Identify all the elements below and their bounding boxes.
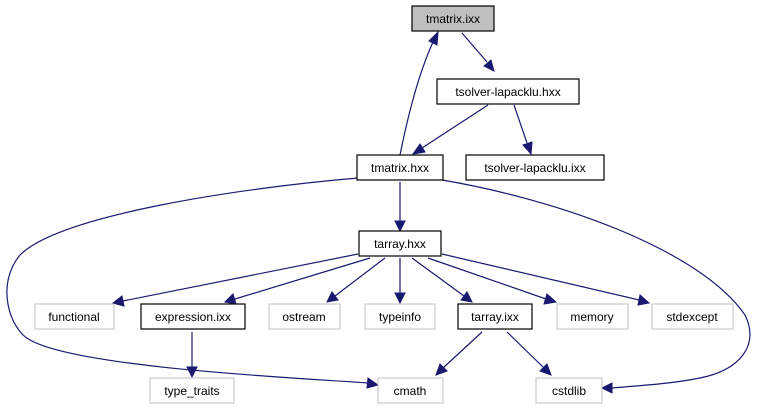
- edge-tarray-ixx-to-cstdlib: [506, 331, 545, 369]
- node-label: memory: [570, 310, 613, 324]
- arrowhead: [394, 292, 406, 305]
- node-tsolver-lapacklu-hxx[interactable]: tsolver-lapacklu.hxx: [436, 78, 580, 105]
- node-type-traits: type_traits: [149, 377, 235, 404]
- arrowhead: [111, 295, 125, 307]
- node-label: cmath: [394, 384, 427, 398]
- edge-tarray-hxx-to-tarray-ixx: [411, 257, 465, 297]
- arrowhead: [366, 377, 380, 389]
- node-expression-ixx[interactable]: expression.ixx: [140, 303, 246, 330]
- arrowhead: [411, 143, 426, 155]
- edge-tmatrix-hxx-to-cmath: [6, 177, 369, 384]
- node-label: tmatrix.hxx: [371, 161, 429, 175]
- node-label: cstdlib: [552, 384, 586, 398]
- node-functional: functional: [34, 303, 115, 330]
- node-label: tarray.hxx: [374, 237, 426, 251]
- arrowhead: [394, 220, 406, 233]
- node-label: tmatrix.ixx: [426, 12, 480, 26]
- node-label: stdexcept: [666, 310, 718, 324]
- node-label: tarray.ixx: [471, 310, 519, 324]
- node-tmatrix-ixx[interactable]: tmatrix.ixx: [411, 5, 495, 32]
- node-label: expression.ixx: [155, 310, 231, 324]
- arrowhead: [522, 141, 533, 156]
- edge-tmatrix-hxx-to-cstdlib: [441, 179, 751, 389]
- node-stdexcept: stdexcept: [651, 303, 734, 330]
- node-label: type_traits: [164, 384, 219, 398]
- arrowhead: [435, 363, 448, 376]
- edge-tarray-hxx-to-stdexcept: [441, 253, 640, 301]
- nodes: tmatrix.ixx tsolver-lapacklu.hxx tmatrix…: [34, 5, 734, 404]
- node-tarray-ixx[interactable]: tarray.ixx: [457, 303, 533, 330]
- node-label: tsolver-lapacklu.hxx: [455, 85, 560, 99]
- arrowhead: [637, 294, 651, 306]
- arrowhead: [543, 293, 558, 305]
- edge-tarray-hxx-to-memory: [427, 257, 547, 300]
- edge-tsolver-hxx-to-tsolver-ixx: [513, 104, 528, 144]
- node-tarray-hxx[interactable]: tarray.hxx: [358, 230, 442, 257]
- node-tmatrix-hxx[interactable]: tmatrix.hxx: [356, 154, 444, 181]
- node-label: tsolver-lapacklu.ixx: [484, 161, 585, 175]
- node-cmath: cmath: [377, 377, 444, 404]
- arrowhead: [483, 59, 495, 72]
- node-tsolver-lapacklu-ixx[interactable]: tsolver-lapacklu.ixx: [465, 154, 605, 181]
- arrowhead: [460, 291, 473, 303]
- edge-tmatrix-ixx-to-tsolver-hxx: [461, 32, 488, 63]
- arrowhead: [600, 382, 613, 394]
- node-memory: memory: [556, 303, 629, 330]
- arrowhead: [186, 366, 198, 379]
- edge-tarray-hxx-to-expression-ixx: [234, 257, 371, 300]
- node-label: typeinfo: [379, 310, 421, 324]
- arrowhead: [223, 293, 237, 305]
- edge-tmatrix-hxx-to-tmatrix-ixx: [399, 41, 434, 156]
- node-label: ostream: [282, 310, 325, 324]
- node-cstdlib: cstdlib: [535, 377, 603, 404]
- edge-tarray-ixx-to-cmath: [442, 331, 483, 369]
- arrowhead: [326, 291, 339, 303]
- node-typeinfo: typeinfo: [364, 303, 436, 330]
- edge-tarray-hxx-to-ostream: [334, 257, 386, 297]
- arrowhead: [428, 30, 439, 46]
- edge-tsolver-hxx-to-tmatrix-hxx: [421, 104, 489, 149]
- node-ostream: ostream: [268, 303, 341, 330]
- arrowhead: [539, 363, 552, 376]
- edge-tarray-hxx-to-functional: [122, 253, 359, 302]
- node-label: functional: [48, 310, 99, 324]
- edges: [6, 30, 751, 394]
